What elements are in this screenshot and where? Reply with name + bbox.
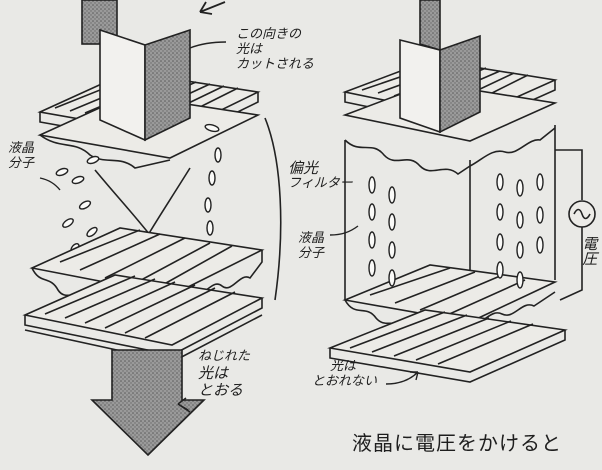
no-pass-line-1: 光は (330, 359, 357, 374)
lc-molecule-right-line-2: 分子 (298, 245, 325, 261)
twisted-light-line-2: 光は (198, 363, 229, 382)
no-pass-line-2: とおれない (312, 373, 378, 389)
caption: 液晶に電圧をかけると (352, 431, 562, 455)
voltage-source (555, 149, 596, 301)
right-lc-molecules (368, 173, 544, 289)
cut-light-line-1: この向きの (236, 27, 302, 42)
left-lower-plate (22, 227, 265, 363)
right-lc-cell (327, 125, 568, 383)
left-exit-arrow (90, 349, 206, 457)
lc-molecule-label-right: 液晶 分子 (298, 231, 325, 262)
lc-molecule-right-line-1: 液晶 (298, 231, 325, 246)
cut-light-line-3: カットされる (236, 56, 315, 72)
twisted-light-line-1: ねじれた (198, 349, 251, 364)
right-light-panels (399, 0, 481, 134)
voltage-label: 電圧 (580, 236, 599, 266)
lc-molecule-label-left: 液晶 分子 (8, 141, 35, 172)
no-pass-label: 光は とおれない (312, 359, 378, 390)
lc-molecule-left-line-2: 分子 (8, 155, 35, 171)
left-light-panels (81, 0, 191, 142)
twisted-light-label: ねじれた 光は とおる (198, 349, 251, 400)
cut-light-label: この向きの 光は カットされる (236, 27, 315, 73)
polarizing-filter-label: 偏光 フィルター (288, 159, 353, 192)
polarizing-filter-line-2: フィルター (288, 176, 353, 192)
lc-molecule-left-line-1: 液晶 (8, 141, 35, 156)
polarizing-filter-line-1: 偏光 (288, 159, 319, 177)
twisted-light-line-3: とおる (198, 381, 244, 400)
cut-light-line-2: 光は (236, 41, 263, 57)
